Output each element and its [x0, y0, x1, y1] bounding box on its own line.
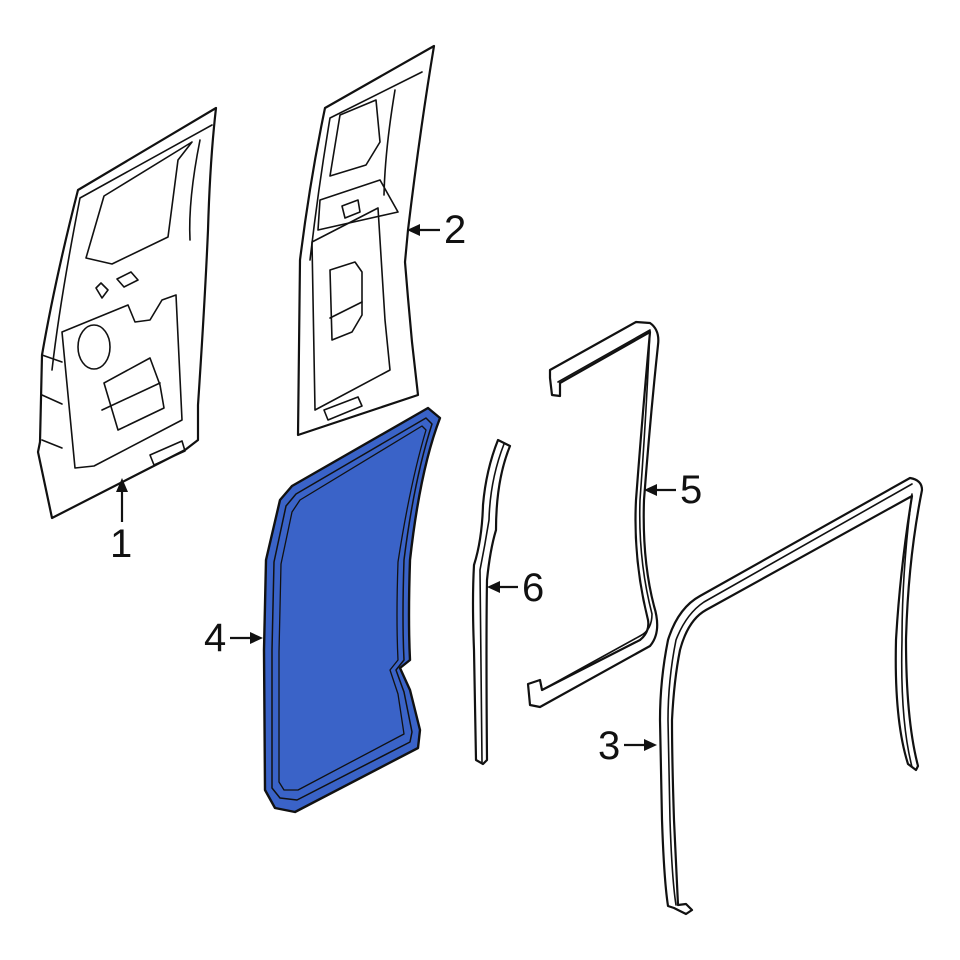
part-3-body-side-weatherstrip[interactable]: [658, 476, 924, 916]
callout-2: 2: [444, 208, 467, 252]
part-2-door-inner-panel[interactable]: [296, 44, 436, 437]
part-5-door-seal[interactable]: [526, 320, 660, 709]
callout-arrows: [116, 224, 676, 751]
part-6-pillar-seal[interactable]: [471, 438, 512, 766]
callout-4: 4: [204, 616, 227, 660]
callout-5: 5: [680, 468, 703, 512]
callout-3: 3: [598, 724, 621, 768]
part-4-door-weatherstrip[interactable]: [262, 406, 442, 814]
callout-1: 1: [110, 522, 133, 566]
part-1-door-shell[interactable]: [36, 106, 218, 520]
callout-6: 6: [522, 566, 545, 610]
